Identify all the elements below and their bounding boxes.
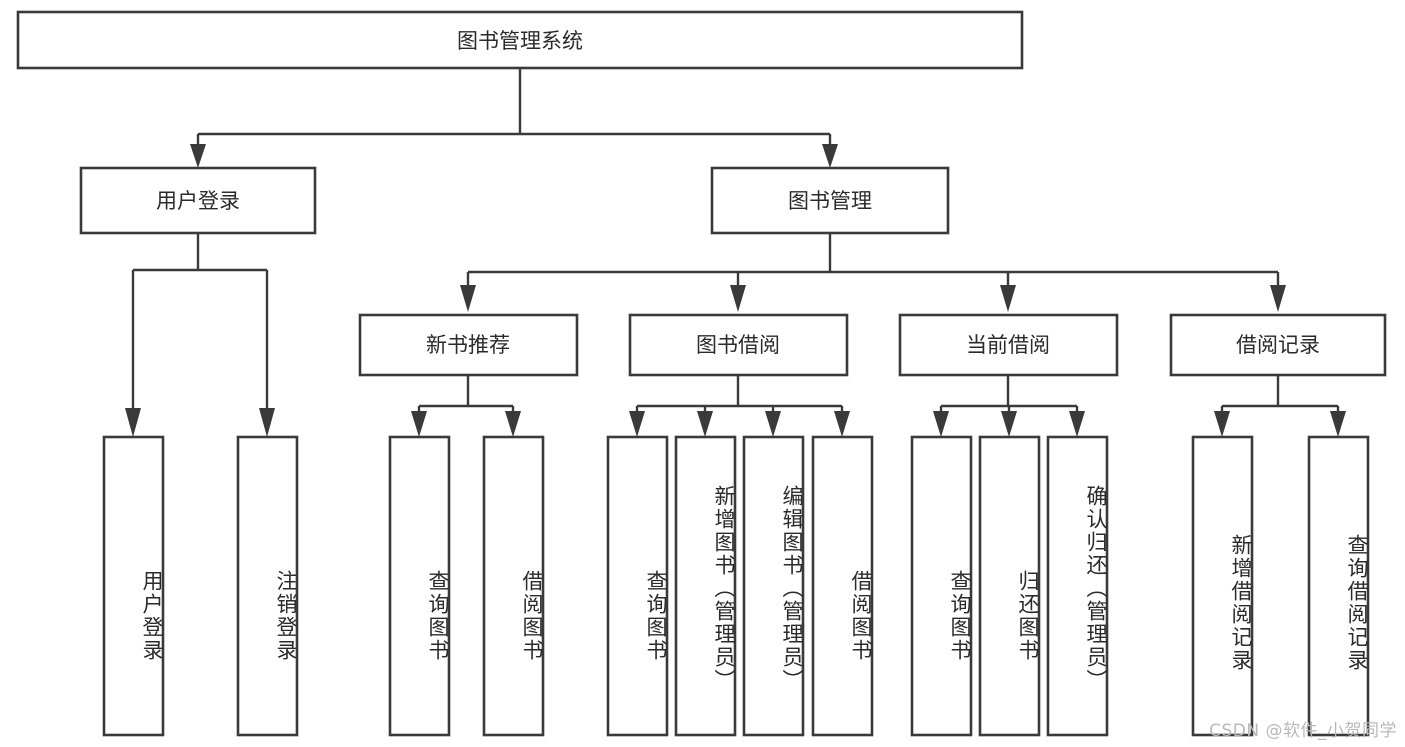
arrow-current-borrow-leaf-3 xyxy=(1069,411,1085,437)
node-leaf-book-borrow-edit[interactable] xyxy=(742,435,805,737)
arrow-current-borrow-leaf-2 xyxy=(1001,411,1017,437)
node-book-management[interactable] xyxy=(710,166,950,235)
node-leaf-book-borrow-add[interactable] xyxy=(674,435,737,737)
arrow-user-login-leaf-2 xyxy=(259,408,275,437)
node-leaf-new-book-query[interactable] xyxy=(388,435,451,737)
arrow-user-login-leaf-1 xyxy=(125,408,141,437)
node-leaf-current-borrow-return[interactable] xyxy=(978,435,1041,737)
arrow-book-borrow-leaf-4 xyxy=(834,411,850,437)
arrow-current-borrow-leaf-1 xyxy=(933,411,949,437)
node-root-label: 图书管理系统 xyxy=(457,29,583,53)
node-book-borrow-label: 图书借阅 xyxy=(696,333,780,357)
node-leaf-borrow-record-query[interactable] xyxy=(1307,435,1370,737)
node-leaf-book-borrow-lend[interactable] xyxy=(811,435,874,737)
node-current-borrow-label: 当前借阅 xyxy=(966,333,1050,357)
node-user-login-label: 用户登录 xyxy=(156,189,240,213)
node-leaf-new-book-borrow[interactable] xyxy=(482,435,545,737)
arrow-book-mgmt-module-2 xyxy=(730,285,746,312)
arrow-borrow-record-leaf-2 xyxy=(1330,411,1346,437)
connector-layer xyxy=(125,68,1346,437)
node-new-book-recommend-label: 新书推荐 xyxy=(426,333,510,357)
node-borrow-record-label: 借阅记录 xyxy=(1236,333,1320,357)
node-leaf-user-login-login[interactable] xyxy=(102,435,165,737)
arrow-book-mgmt-module-4 xyxy=(1270,285,1286,312)
node-leaf-current-borrow-confirm[interactable] xyxy=(1046,435,1109,737)
arrow-root-to-book-mgmt xyxy=(822,144,838,168)
node-borrow-record[interactable] xyxy=(1169,313,1387,377)
arrow-book-borrow-leaf-3 xyxy=(765,411,781,437)
arrow-book-mgmt-module-3 xyxy=(1000,285,1016,312)
node-book-borrow[interactable] xyxy=(628,313,849,377)
node-root[interactable] xyxy=(16,10,1024,70)
watermark-text: CSDN @软件_小贺同学 xyxy=(1209,721,1397,741)
node-current-borrow[interactable] xyxy=(898,313,1119,377)
node-layer: 图书管理系统 用户登录 图书管理 新书推荐 图书借阅 当前借阅 借阅记录 xyxy=(16,10,1387,737)
arrow-borrow-record-leaf-1 xyxy=(1214,411,1230,437)
arrow-new-book-leaf-1 xyxy=(411,411,427,437)
node-book-management-label: 图书管理 xyxy=(788,189,872,213)
node-user-login[interactable] xyxy=(79,166,317,235)
arrow-book-borrow-leaf-2 xyxy=(697,411,713,437)
node-new-book-recommend[interactable] xyxy=(358,313,579,377)
arrow-book-mgmt-module-1 xyxy=(460,285,476,312)
node-leaf-user-login-logout[interactable] xyxy=(236,435,299,737)
node-leaf-book-borrow-query[interactable] xyxy=(606,435,669,737)
arrow-book-borrow-leaf-1 xyxy=(629,411,645,437)
node-leaf-borrow-record-add[interactable] xyxy=(1191,435,1254,737)
node-leaf-current-borrow-query[interactable] xyxy=(910,435,973,737)
arrow-new-book-leaf-2 xyxy=(505,411,521,437)
arrow-root-to-user-login xyxy=(190,144,206,168)
